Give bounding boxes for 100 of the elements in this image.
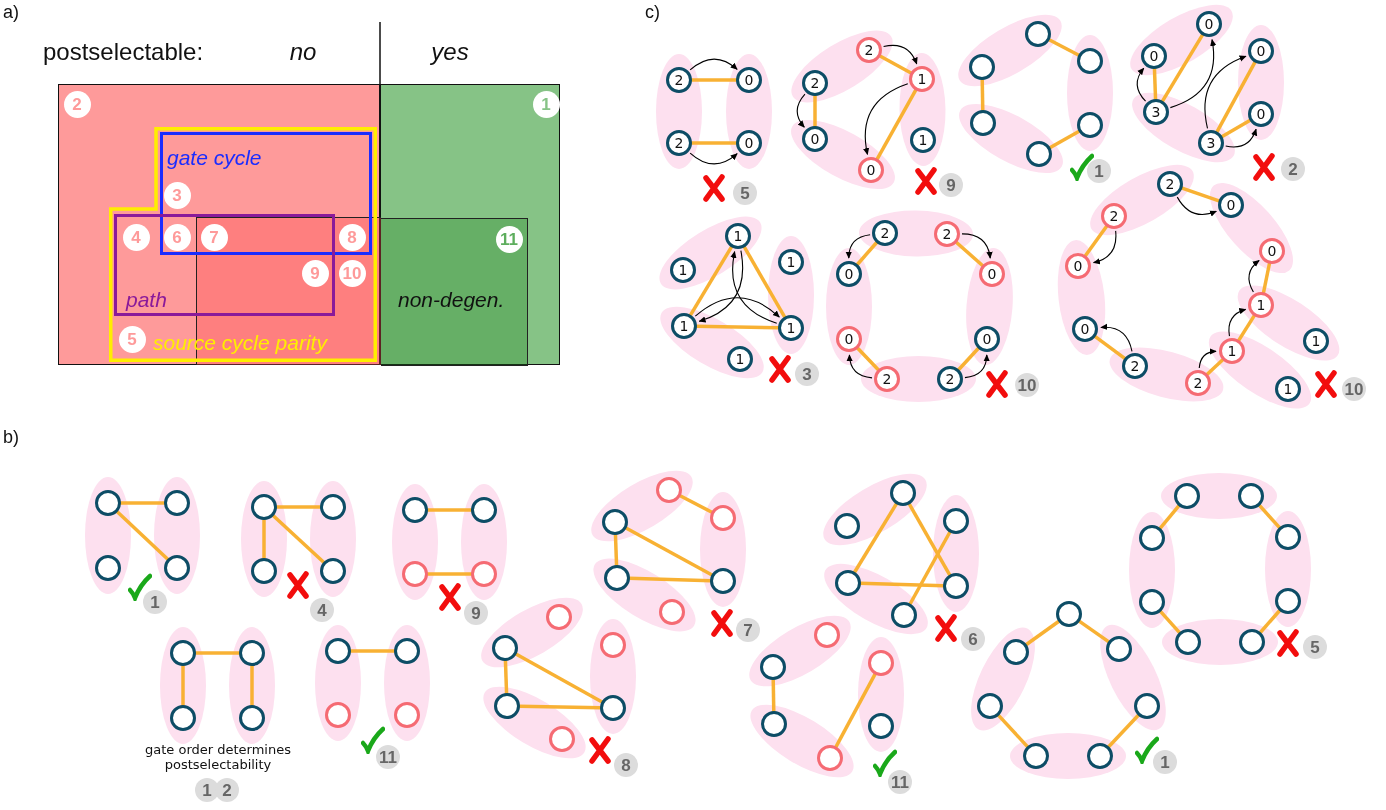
number-badge: 1	[532, 90, 560, 118]
column-heading: no	[288, 38, 318, 66]
connector-line	[1048, 129, 1081, 150]
number-badge: 1	[143, 590, 167, 614]
number-badge: 10	[1015, 373, 1039, 397]
vertex-number: 3	[1151, 105, 1161, 119]
connector-line	[1220, 118, 1252, 139]
connector-line	[813, 95, 817, 127]
vertex-number: 0	[844, 267, 854, 281]
connector-line	[195, 651, 240, 655]
vertex-number: 1	[786, 255, 796, 269]
connector-line	[852, 502, 899, 574]
connector-line	[181, 665, 185, 706]
number-badge: 4	[310, 598, 334, 622]
column-heading: yes	[429, 38, 470, 66]
connector-line	[1152, 67, 1158, 101]
vertex-number: 0	[866, 163, 876, 177]
connector-line	[980, 78, 985, 112]
number-badge: 7	[736, 618, 760, 642]
region-label: gate cycle	[167, 146, 262, 170]
connector-line	[742, 245, 787, 319]
panel-label: c)	[645, 2, 660, 23]
arrow	[964, 354, 990, 379]
venn-outline	[109, 127, 377, 362]
vertex-number: 0	[810, 132, 820, 146]
connector-line	[1160, 33, 1205, 103]
vertex-number: 2	[942, 227, 952, 241]
arrow	[1100, 324, 1133, 352]
arrow	[689, 58, 738, 71]
arrow	[883, 44, 918, 65]
number-badge: 11	[888, 770, 912, 794]
vertex-number: 1	[1283, 382, 1293, 396]
arrow	[1225, 128, 1257, 148]
connector-line	[956, 346, 981, 372]
connector-line	[907, 502, 952, 577]
venn-region	[380, 84, 560, 365]
connector-line	[624, 526, 714, 577]
vertex-number: 2	[1165, 177, 1175, 191]
venn-outline	[114, 214, 335, 316]
arrow	[796, 93, 806, 128]
vertex-circle	[1056, 601, 1082, 627]
connector-line	[1047, 37, 1081, 58]
venn-outline	[160, 132, 372, 255]
connector-line	[514, 652, 604, 704]
vertex-number: 0	[1149, 49, 1159, 63]
vertex-number: 0	[744, 73, 754, 87]
vertex-number: 2	[945, 372, 955, 386]
number-badge: 3	[795, 362, 819, 386]
arrow	[1204, 55, 1247, 129]
vertex-number: 1	[917, 72, 927, 86]
number-badge: 2	[1281, 157, 1305, 181]
arrow	[698, 250, 744, 323]
arrow	[694, 297, 780, 318]
connector-line	[1077, 619, 1111, 644]
vertex-number: 1	[786, 321, 796, 335]
vertex-number: 2	[1193, 376, 1203, 390]
number-badge: 9	[939, 173, 963, 197]
vertex-number: 1	[733, 229, 743, 243]
connector-line	[695, 324, 780, 330]
vertex-number: 1	[679, 319, 689, 333]
connector-line	[1205, 357, 1225, 377]
connector-line	[1024, 619, 1061, 647]
connector-line	[1083, 224, 1109, 258]
connector-line	[1215, 60, 1257, 134]
arrow	[689, 152, 738, 165]
connector-line	[1261, 262, 1272, 294]
connector-line	[691, 141, 737, 145]
vertex-number: 1	[918, 133, 928, 147]
vertex-number: 0	[1073, 259, 1083, 273]
number-badge: 1	[1153, 750, 1177, 774]
vertex-number: 1	[735, 352, 745, 366]
region-label: non-degen.	[398, 288, 505, 312]
connector-line	[688, 245, 734, 317]
connector-line	[427, 508, 472, 512]
number-badge: 5	[118, 325, 146, 353]
vertex-number: 2	[864, 43, 874, 57]
connector-line	[628, 576, 712, 583]
vertex-number: 0	[1204, 17, 1214, 31]
connector-line	[954, 240, 985, 268]
number-badge: 1	[1087, 159, 1111, 183]
arrow	[846, 354, 873, 379]
vertex-number: 0	[987, 267, 997, 281]
arrow	[1198, 348, 1217, 369]
vertex-number: 1	[1227, 344, 1237, 358]
connector-line	[427, 572, 472, 576]
vertex-number: 0	[1256, 44, 1266, 58]
vertex-number: 0	[1267, 244, 1277, 258]
connector-line	[1093, 334, 1127, 361]
number-badge: 11	[376, 745, 400, 769]
arrow	[1176, 196, 1217, 217]
vertex-number: 2	[674, 136, 684, 150]
arrow	[1248, 259, 1260, 293]
vertex-number: 0	[1080, 322, 1090, 336]
number-badge: 2	[63, 90, 91, 118]
number-badge: 11	[495, 225, 523, 253]
vertex-number: 0	[744, 136, 754, 150]
vertex-number: 0	[1256, 107, 1266, 121]
arrow	[730, 250, 778, 324]
arrow	[1136, 67, 1147, 102]
connector-line	[250, 665, 254, 706]
